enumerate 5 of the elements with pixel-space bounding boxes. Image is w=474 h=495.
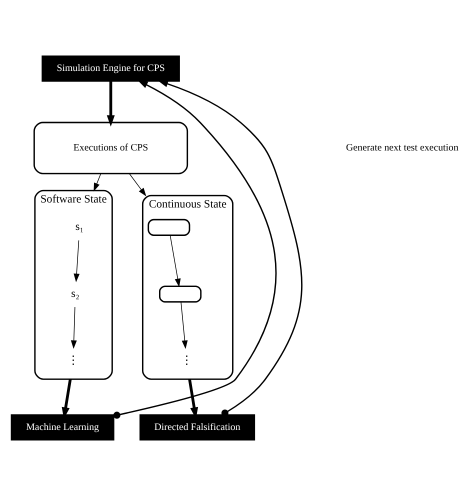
node-text: ⋮ <box>68 354 79 366</box>
node-text: s₁ <box>75 220 84 233</box>
label: Generate next test execution <box>346 142 458 154</box>
node-text: s₂ <box>71 287 80 300</box>
node-text: ⋮ <box>181 354 192 366</box>
